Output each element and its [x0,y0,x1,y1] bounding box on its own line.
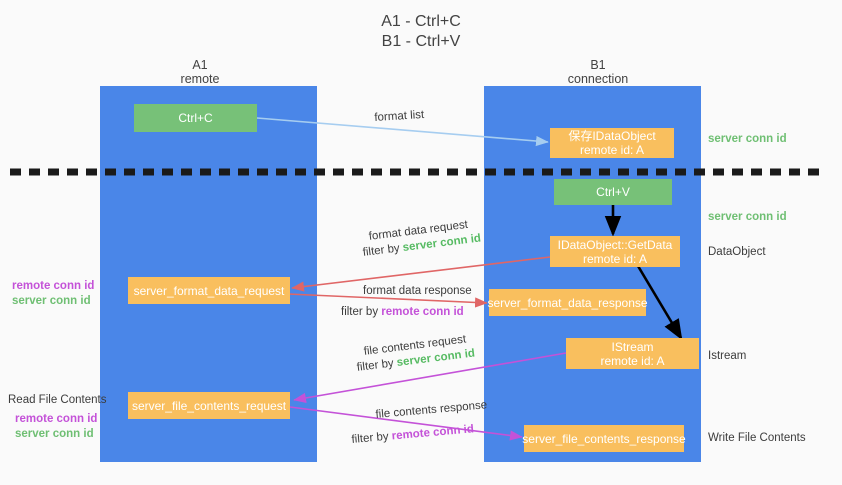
lane-b1-name: B1 [590,58,606,72]
node-istream-label: IStream [611,339,654,354]
note-istream: Istream [708,350,747,362]
note-server-conn-id-top: server conn id [708,133,787,145]
note-remote-conn-id-2: remote conn id [15,413,98,425]
filter-prefix: filter by [351,430,393,446]
edge-label-format-data-response: format data response [363,284,472,298]
edge-label-file-contents-response: file contents response [375,398,488,422]
node-server-file-contents-request[interactable]: server_file_contents_request [128,392,290,419]
lane-header-a1: A1 remote [140,58,260,86]
note-write-file-contents: Write File Contents [708,432,806,444]
lane-a1-name: A1 [192,58,208,72]
filter-prefix: filter by [341,306,382,318]
filter-prefix: filter by [362,242,404,259]
node-server-format-data-response-label: server_format_data_response [487,295,648,310]
node-ctrl-v[interactable]: Ctrl+V [554,179,672,205]
node-ctrl-v-label: Ctrl+V [596,185,630,199]
lane-header-b1: B1 connection [538,58,658,86]
page-title-line1: A1 - Ctrl+C [381,13,461,30]
node-save-idataobject[interactable]: 保存IDataObject remote id: A [550,128,674,158]
filter-prefix: filter by [356,357,398,374]
node-server-file-contents-request-label: server_file_contents_request [131,398,287,413]
node-getdata-label: IDataObject::GetData [557,237,673,252]
note-server-conn-id-mid: server conn id [708,211,787,223]
edge-label-format-list: format list [374,108,425,125]
edge-label-file-contents-response-filter: filter by remote conn id [351,422,474,447]
note-read-file-contents: Read File Contents [8,394,107,406]
note-remote-conn-id-1: remote conn id [12,280,95,292]
node-save-idataobject-sub: remote id: A [579,143,645,157]
node-istream-sub: remote id: A [600,353,665,368]
note-server-conn-id-1: server conn id [12,295,91,307]
edge-label-format-data-response-filter: filter by remote conn id [341,305,464,319]
remote-conn-id-highlight: remote conn id [381,306,464,318]
node-getdata[interactable]: IDataObject::GetData remote id: A [550,236,680,267]
node-istream[interactable]: IStream remote id: A [566,338,699,369]
page-title-line2: B1 - Ctrl+V [381,33,461,50]
edge-label-file-contents-response-text: file contents response [375,399,488,421]
node-ctrl-c-label: Ctrl+C [178,111,213,125]
edge-label-format-list-text: format list [374,108,425,124]
node-server-file-contents-response[interactable]: server_file_contents_response [522,425,686,452]
node-ctrl-c[interactable]: Ctrl+C [134,104,257,132]
node-server-format-data-request[interactable]: server_format_data_request [128,277,290,304]
note-dataobject: DataObject [708,246,766,258]
node-save-idataobject-label: 保存IDataObject [568,129,656,143]
edge-label-format-data-response-text: format data response [363,285,472,297]
lane-b1-subtitle: connection [567,72,629,86]
lane-a1-subtitle: remote [180,72,220,86]
node-server-format-data-request-label: server_format_data_request [133,283,285,298]
note-server-conn-id-2: server conn id [15,428,94,440]
node-getdata-sub: remote id: A [582,251,648,266]
remote-conn-id-highlight: remote conn id [391,423,475,443]
node-server-format-data-response[interactable]: server_format_data_response [487,289,648,316]
node-server-file-contents-response-label: server_file_contents_response [522,431,686,446]
